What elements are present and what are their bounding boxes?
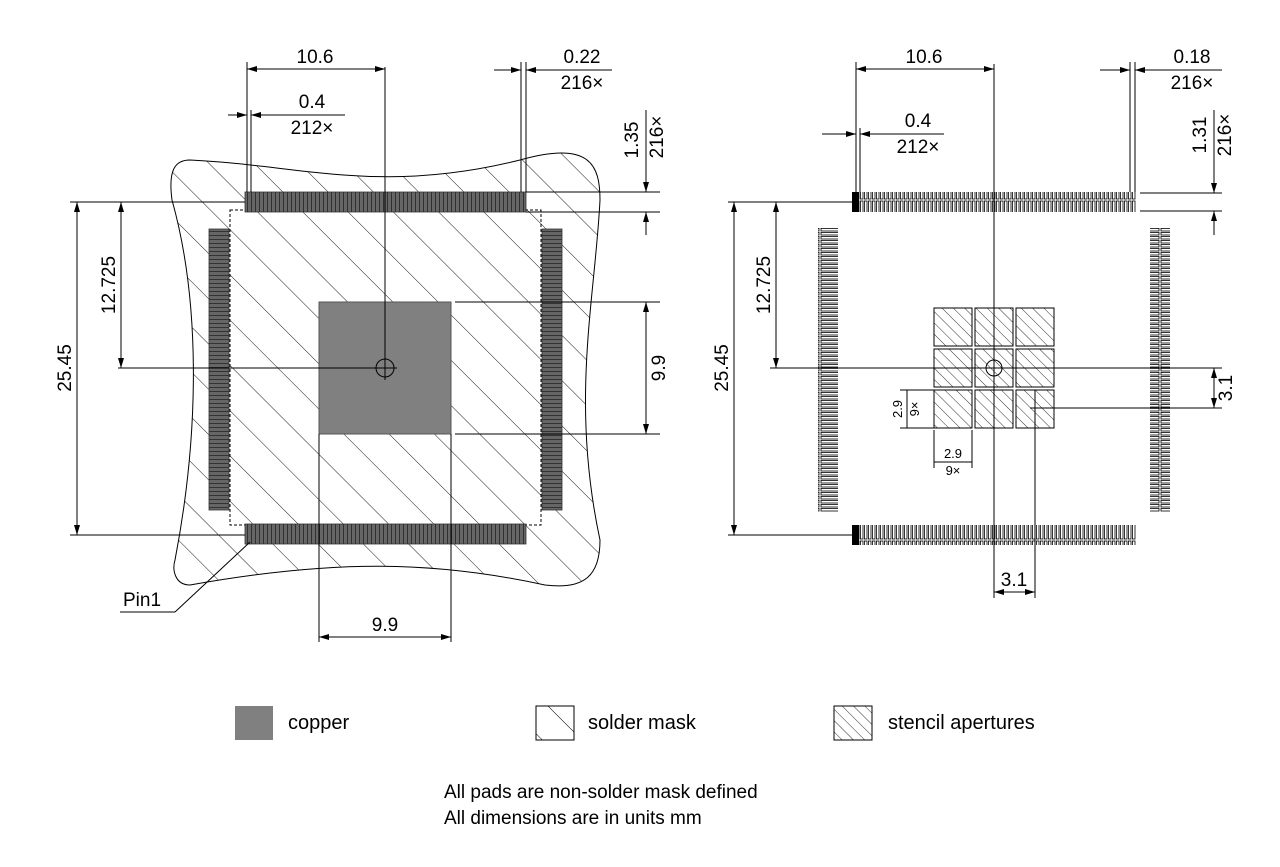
right-view: 10.6 0.4 212× 0.18 216× 1.3 — [712, 47, 1237, 598]
dim-half-height: 12.725 — [99, 201, 245, 368]
dim-width-top: 10.6 — [246, 47, 385, 192]
legend-solder-mask-swatch — [535, 705, 575, 741]
center-mark-right — [770, 64, 1222, 598]
stencil-col-right — [1150, 228, 1170, 512]
stencil-col-left — [818, 228, 838, 512]
dim-pad-width-right-label: 0.4 — [905, 111, 932, 132]
dim-full-height-right: 25.45 — [712, 202, 852, 536]
legend-solder-mask-label: solder mask — [588, 712, 697, 734]
dim-epad-height: 9.9 — [455, 301, 670, 435]
dim-pitch-v-label: 3.1 — [1216, 375, 1237, 401]
legend-stencil-swatch — [833, 705, 873, 741]
dim-aperture-w-label: 2.9 — [944, 446, 962, 461]
dim-aperture-h-count-label: 9× — [907, 402, 922, 417]
dim-full-height: 25.45 — [55, 201, 245, 536]
pin1-callout: Pin1 — [120, 541, 251, 613]
dim-epad-width-label: 9.9 — [372, 615, 398, 636]
dim-pitch-top-right-label: 0.18 — [1174, 47, 1211, 68]
dim-pad-count-label: 212× — [291, 118, 334, 139]
dim-pitch-top: 0.22 216× — [494, 47, 612, 192]
left-view: 10.6 0.4 212× 0.22 216× 1.3 — [55, 47, 670, 642]
note-line-2: All dimensions are in units mm — [444, 808, 702, 829]
dim-pad-length-label: 1.35 — [622, 122, 643, 159]
dim-aperture-w: 2.9 9× — [933, 430, 973, 478]
dim-width-top-right-label: 10.6 — [906, 47, 943, 68]
dim-aperture-w-count-label: 9× — [946, 463, 961, 478]
legend-copper-label: copper — [288, 712, 349, 734]
dim-pad-width: 0.4 212× — [228, 92, 345, 192]
pin1-label: Pin1 — [123, 590, 161, 611]
dim-pitch-top-right: 0.18 216× — [1100, 47, 1222, 192]
dim-pitch-top-label: 0.22 — [564, 47, 601, 68]
dim-pitch-h: 3.1 — [994, 570, 1035, 595]
dim-pad-count-right-label: 212× — [897, 137, 940, 158]
legend-stencil-label: stencil apertures — [888, 712, 1035, 734]
dim-pitch-count-right-label: 216× — [1171, 73, 1214, 94]
dim-pitch-v: 3.1 — [1211, 368, 1237, 408]
dim-width-top-label: 10.6 — [297, 47, 334, 68]
dim-pad-width-right: 0.4 212× — [822, 111, 944, 192]
dim-epad-width: 9.9 — [318, 434, 452, 642]
legend: copper solder mask stencil apertures — [235, 705, 1035, 741]
dim-pad-length-count-right-label: 216× — [1215, 114, 1236, 157]
pin1-pad-top — [852, 192, 859, 212]
dim-aperture-h: 2.9 9× — [890, 389, 934, 429]
dim-pitch-count-label: 216× — [561, 73, 604, 94]
dim-pitch-h-label: 3.1 — [1001, 570, 1027, 591]
dim-full-height-right-label: 25.45 — [712, 344, 733, 392]
dim-full-height-label: 25.45 — [55, 344, 76, 392]
dim-half-height-label: 12.725 — [99, 256, 120, 314]
center-mark — [118, 67, 397, 380]
pad-col-left — [208, 228, 230, 511]
legend-copper-swatch — [235, 706, 273, 740]
pad-row-bottom — [244, 523, 527, 545]
dim-aperture-h-label: 2.9 — [890, 400, 905, 418]
pad-col-right — [541, 228, 563, 511]
dim-pad-length-right-label: 1.31 — [1190, 117, 1211, 154]
dim-epad-height-label: 9.9 — [649, 355, 670, 381]
notes: All pads are non-solder mask defined All… — [444, 782, 758, 829]
note-line-1: All pads are non-solder mask defined — [444, 782, 758, 803]
dim-width-top-right: 10.6 — [855, 47, 994, 192]
dim-half-height-right: 12.725 — [728, 201, 852, 368]
dim-pad-length-count-label: 216× — [647, 116, 668, 159]
pin1-pad-bottom — [852, 525, 859, 545]
dim-half-height-right-label: 12.725 — [754, 256, 775, 314]
dim-pad-length-right: 1.31 216× — [1140, 110, 1236, 235]
dim-pad-length: 1.35 216× — [526, 110, 668, 235]
dim-pad-width-label: 0.4 — [299, 92, 326, 113]
